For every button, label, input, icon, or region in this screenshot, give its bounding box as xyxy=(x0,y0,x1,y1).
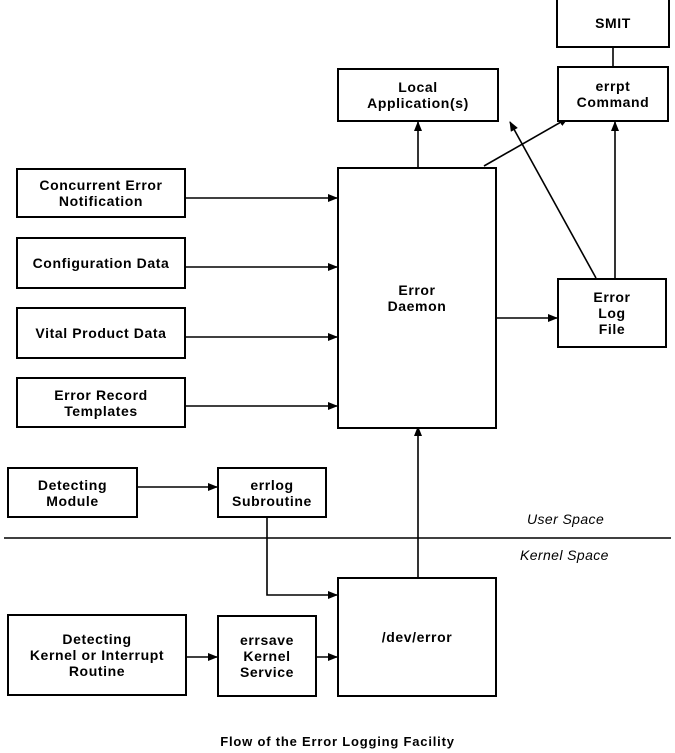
dev-error-box: /dev/error xyxy=(337,577,497,697)
figure-caption: Flow of the Error Logging Facility xyxy=(220,734,455,749)
detecting-kernel-box: Detecting Kernel or Interrupt Routine xyxy=(7,614,187,696)
detecting-kernel-label: Detecting Kernel or Interrupt Routine xyxy=(29,631,165,679)
concurrent-error-notification-label: Concurrent Error Notification xyxy=(39,177,163,209)
error-log-file-label: Error Log File xyxy=(593,289,631,337)
errlog-subroutine-box: errlog Subroutine xyxy=(217,467,327,518)
arrow-errlog-to-dev-error xyxy=(266,517,338,599)
error-log-file-box: Error Log File xyxy=(557,278,667,348)
configuration-data-box: Configuration Data xyxy=(16,237,186,289)
arrow-daemon-to-errpt xyxy=(483,117,569,167)
vital-product-data-label: Vital Product Data xyxy=(35,325,167,341)
configuration-data-label: Configuration Data xyxy=(32,255,170,271)
local-applications-label: Local Application(s) xyxy=(367,79,469,111)
error-daemon-box: Error Daemon xyxy=(337,167,497,429)
errpt-command-box: errpt Command xyxy=(557,66,669,122)
vital-product-data-box: Vital Product Data xyxy=(16,307,186,359)
error-record-templates-box: Error Record Templates xyxy=(16,377,186,428)
errsave-kernel-service-box: errsave Kernel Service xyxy=(217,615,317,697)
smit-box: SMIT xyxy=(556,0,670,48)
local-applications-box: Local Application(s) xyxy=(337,68,499,122)
user-space-label: User Space xyxy=(527,511,605,527)
smit-label: SMIT xyxy=(595,15,631,31)
errsave-kernel-service-label: errsave Kernel Service xyxy=(239,632,295,680)
concurrent-error-notification-box: Concurrent Error Notification xyxy=(16,168,186,218)
error-record-templates-label: Error Record Templates xyxy=(54,386,148,419)
errlog-subroutine-label: errlog Subroutine xyxy=(232,476,312,509)
detecting-module-box: Detecting Module xyxy=(7,467,138,518)
errpt-command-label: errpt Command xyxy=(576,78,650,110)
error-daemon-label: Error Daemon xyxy=(387,282,447,314)
dev-error-label: /dev/error xyxy=(381,629,453,645)
arrow-logfile-to-local-apps xyxy=(509,121,597,279)
detecting-module-label: Detecting Module xyxy=(37,476,108,509)
kernel-space-label: Kernel Space xyxy=(520,547,609,563)
